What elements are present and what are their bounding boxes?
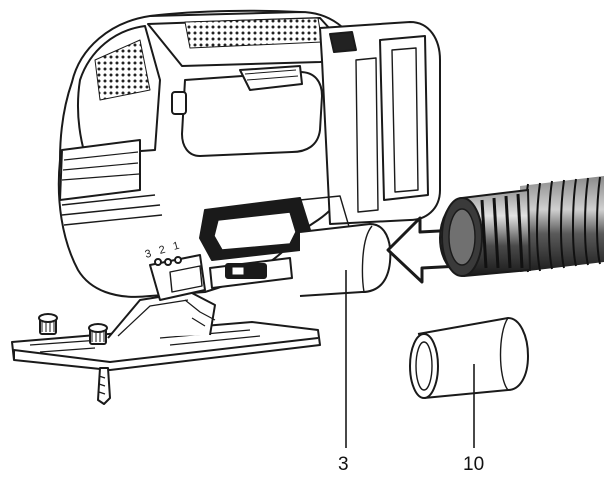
adapter-sleeve — [409, 316, 530, 399]
callout-part-3: 3 — [338, 454, 349, 475]
saw-blade — [97, 367, 111, 405]
lock-switch — [209, 257, 293, 289]
handle-opening — [181, 71, 323, 157]
leader-lines — [345, 270, 475, 448]
speed-scale-labels: 3 2 1 — [144, 240, 181, 261]
shoe-knob-right — [88, 323, 108, 345]
speed-label-3: 3 — [144, 248, 153, 261]
jigsaw — [11, 9, 441, 405]
speed-label-2: 2 — [158, 244, 167, 257]
shoe-knob-left — [38, 313, 58, 335]
vacuum-hose — [438, 176, 604, 278]
speed-selector — [149, 254, 206, 301]
callout-part-10: 10 — [463, 454, 485, 475]
dust-extraction-adapter — [299, 222, 392, 297]
battery-pack — [319, 21, 441, 225]
speed-label-1: 1 — [172, 240, 181, 253]
